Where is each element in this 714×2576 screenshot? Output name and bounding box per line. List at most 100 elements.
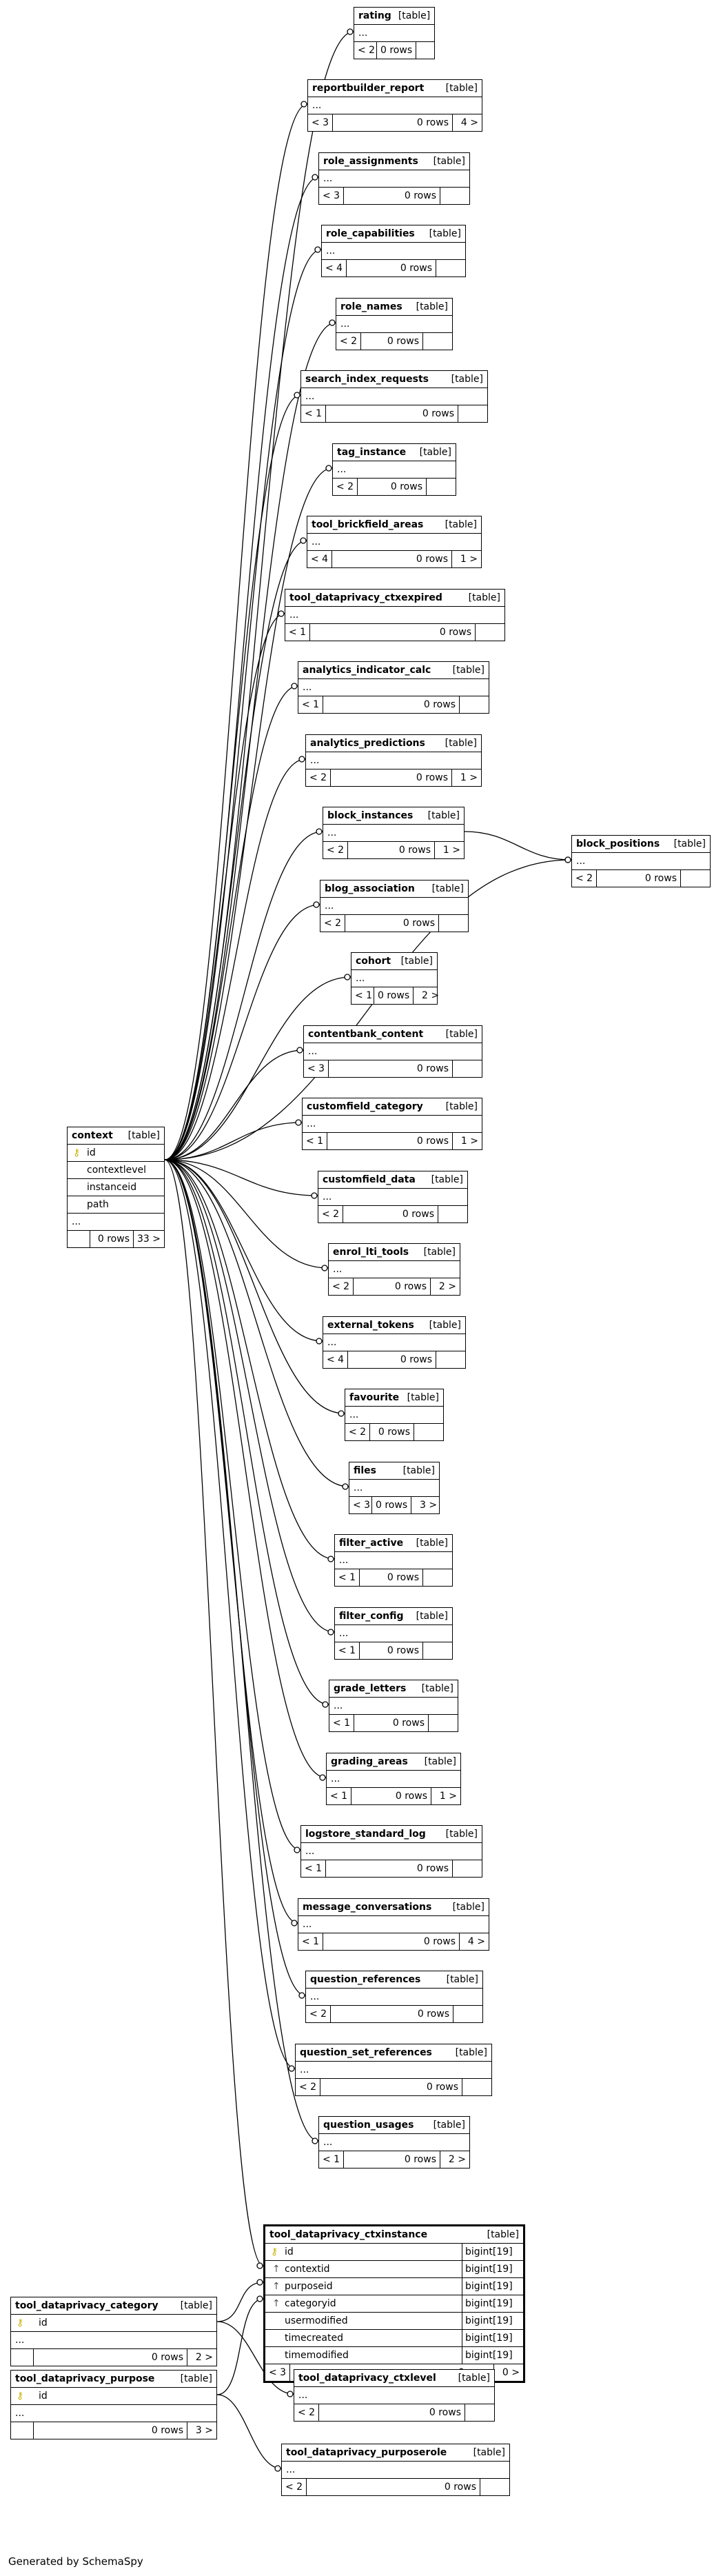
table-header: role_assignments[table]	[319, 153, 469, 170]
row-count: 0 rows	[361, 333, 423, 350]
more-columns: ...	[319, 2134, 469, 2151]
row-count: 0 rows	[326, 405, 458, 422]
child-count	[681, 870, 710, 887]
table-header: tag_instance[table]	[333, 444, 456, 461]
column-type: bigint[19]	[462, 2261, 523, 2277]
more-columns: ...	[333, 461, 456, 479]
column-row: ⚷id	[11, 2388, 216, 2405]
table-header: tool_dataprivacy_purposerole [table]	[282, 2444, 509, 2462]
column-name: timecreated	[285, 2333, 343, 2344]
table-name: logstore_standard_log	[305, 1829, 426, 1840]
table-type: [table]	[402, 1465, 435, 1476]
column-name: path	[87, 1199, 109, 1210]
zero-or-many-marker	[274, 2465, 281, 2472]
table-tool-dataprivacy-ctxexpired[interactable]: tool_dataprivacy_ctxexpired[table]...< 1…	[285, 589, 505, 641]
zero-or-many-marker	[291, 1920, 298, 1926]
zero-or-many-marker	[316, 828, 323, 835]
child-count	[423, 333, 452, 350]
parent-count: < 1	[329, 1715, 355, 1731]
table-header: enrol_lti_tools[table]	[329, 1244, 460, 1261]
table-type: [table]	[423, 1247, 456, 1258]
parent-count: < 1	[298, 1933, 324, 1950]
relationship-line	[164, 1159, 301, 1851]
child-count	[427, 479, 456, 495]
table-type: [table]	[452, 665, 484, 676]
table-tool-dataprivacy-purpose[interactable]: tool_dataprivacy_purpose [table] ⚷id ...…	[10, 2370, 217, 2439]
table-block-positions[interactable]: block_positions [table] ... < 2 0 rows	[571, 835, 711, 887]
relationship-line	[164, 394, 301, 1160]
relationship-line	[164, 1159, 329, 1269]
table-tool-dataprivacy-ctxinstance[interactable]: tool_dataprivacy_ctxinstance [table] ⚷id…	[263, 2224, 525, 2383]
row-count: 0 rows	[333, 114, 453, 131]
primary-key-icon: ⚷	[17, 2317, 24, 2328]
column-row: ⚷id	[68, 1145, 164, 1162]
table-header: blog_association[table]	[320, 881, 468, 898]
relationship-line	[164, 540, 307, 1160]
table-header: favourite[table]	[345, 1389, 443, 1407]
table-context[interactable]: context [table] ⚷id contextlevel instanc…	[67, 1127, 165, 1248]
column-type: bigint[19]	[462, 2278, 523, 2295]
table-header: rating[table]	[354, 8, 434, 25]
column-row: contextlevel	[68, 1162, 164, 1179]
table-tool-dataprivacy-ctxlevel[interactable]: tool_dataprivacy_ctxlevel [table] ... < …	[294, 2369, 495, 2422]
table-tool-dataprivacy-purposerole[interactable]: tool_dataprivacy_purposerole [table] ...…	[281, 2444, 510, 2496]
row-count: 0 rows	[348, 842, 435, 858]
primary-key-icon: ⚷	[73, 1147, 81, 1158]
more-columns: ...	[11, 2405, 216, 2422]
child-count	[460, 696, 489, 713]
table-name: tool_dataprivacy_ctxexpired	[289, 592, 442, 603]
table-header: question_references[table]	[306, 1971, 482, 1989]
table-header: block_instances[table]	[323, 807, 464, 825]
child-count: 2 >	[438, 1281, 456, 1292]
zero-or-many-marker	[327, 1629, 334, 1636]
row-count: 0 rows	[360, 1642, 423, 1659]
zero-or-many-marker	[287, 2391, 294, 2397]
column-type: bigint[19]	[462, 2295, 523, 2312]
table-header: tool_dataprivacy_category [table]	[11, 2297, 216, 2315]
table-tool-dataprivacy-category[interactable]: tool_dataprivacy_category [table] ⚷id ..…	[10, 2297, 217, 2366]
child-count: 1 >	[460, 554, 478, 565]
column-name: instanceid	[87, 1182, 137, 1193]
table-type: [table]	[468, 592, 500, 603]
table-header: grade_letters[table]	[329, 1680, 458, 1698]
parent-count: < 2	[323, 842, 349, 858]
column-name: categoryid	[285, 2298, 336, 2309]
